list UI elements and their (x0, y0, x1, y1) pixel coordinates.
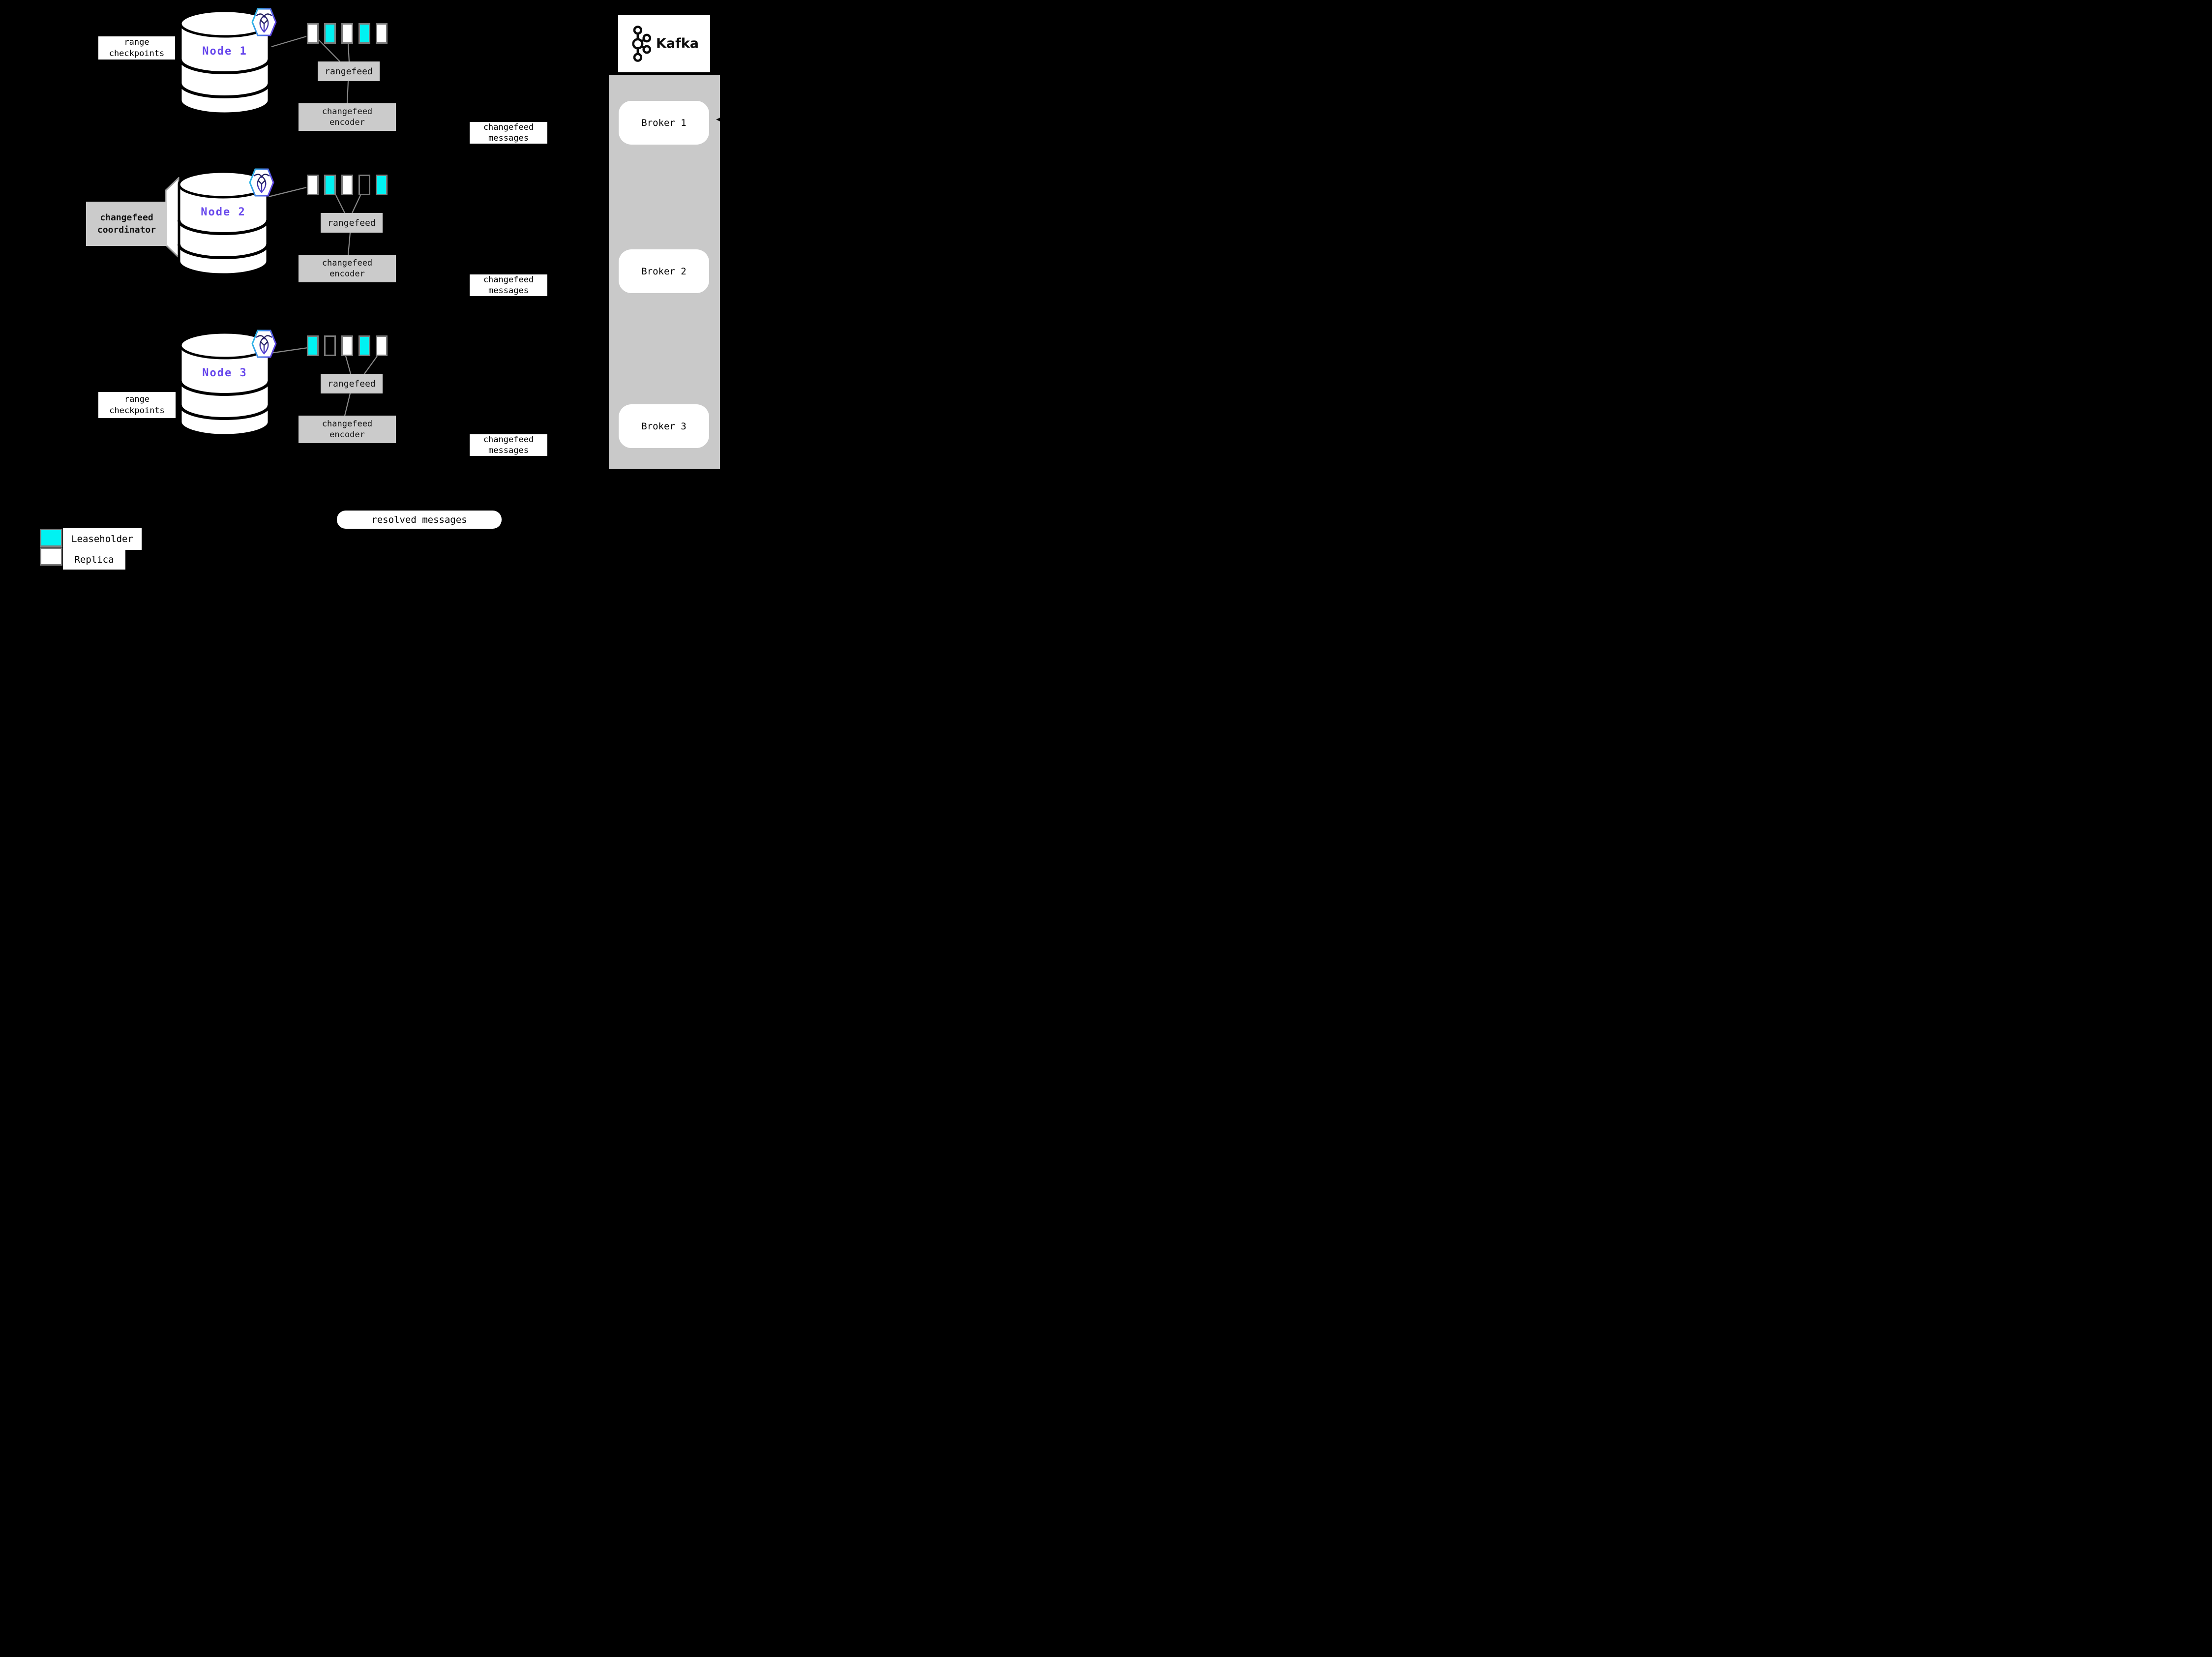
encoder3-line2: encoder (329, 430, 365, 440)
range-square-empty (324, 335, 336, 356)
encoder1-line1: changefeed (322, 107, 373, 117)
node3-label: Node 3 (202, 367, 247, 379)
range-square-leaseholder (376, 175, 388, 195)
encoder2-line1: changefeed (322, 258, 373, 268)
range-square-replica (376, 23, 388, 44)
range-square-replica (307, 175, 319, 195)
range-square-leaseholder (324, 175, 336, 195)
node2-range4-to-rangefeed-line (352, 195, 361, 213)
kafka-wordmark: Kafka (656, 36, 699, 51)
range-checkpoints-top-line1: range (124, 37, 149, 47)
messages1-line2: messages (488, 133, 529, 143)
node1-changefeed-encoder-box: changefeed encoder (299, 103, 396, 131)
node1-changefeed-messages-label: changefeed messages (470, 122, 547, 144)
range-square-empty (359, 175, 370, 195)
changefeed-coordinator-box: changefeed coordinator (86, 202, 167, 246)
range-square-leaseholder (359, 23, 370, 44)
gray-connectors (268, 35, 378, 416)
range-square-leaseholder (359, 335, 370, 356)
node1-to-ranges-line (271, 35, 307, 48)
node1-range3-to-rangefeed-line (347, 43, 350, 62)
messages1-line1: changefeed (483, 122, 534, 132)
node2-rangefeed-box: rangefeed (321, 213, 383, 233)
cockroachdb-hexagon-icon (249, 168, 274, 197)
kafka-broker-1: Broker 1 (619, 101, 709, 145)
node2-changefeed-encoder-box: changefeed encoder (299, 255, 396, 282)
range-square-replica (376, 335, 388, 356)
kafka-broker-2: Broker 2 (619, 249, 709, 293)
range-checkpoints-bottom-line2: checkpoints (109, 405, 165, 416)
node1-range-squares (307, 23, 388, 44)
cockroachdb-hexagon-icon (251, 330, 277, 358)
node3-changefeed-encoder-box: changefeed encoder (299, 416, 396, 443)
database-cylinder-icon (179, 331, 270, 436)
kafka-broker-3: Broker 3 (619, 404, 709, 448)
node3-range-squares (307, 335, 388, 356)
range-checkpoints-label-bottom: range checkpoints (98, 392, 176, 418)
kafka-logo-icon (632, 25, 652, 62)
range-square-replica (341, 175, 353, 195)
changefeed-architecture-diagram: range checkpoints range checkpoints chan… (0, 0, 771, 577)
messages2-line2: messages (488, 286, 529, 296)
node3-rangefeed-to-encoder-line (344, 393, 351, 416)
range-square-replica (341, 23, 353, 44)
coordinator-line2: coordinator (97, 225, 156, 235)
connector-lines-layer (268, 35, 378, 416)
messages3-line2: messages (488, 446, 529, 455)
node2-range-squares (307, 175, 388, 195)
node2-changefeed-messages-label: changefeed messages (470, 274, 547, 296)
node3-range5-to-rangefeed-line (364, 356, 378, 374)
kafka-logo-box: Kafka (618, 15, 710, 72)
database-cylinder-icon (179, 9, 270, 115)
legend-replica-swatch (40, 547, 62, 566)
range-checkpoints-top-line2: checkpoints (109, 48, 165, 59)
messages2-line1: changefeed (483, 275, 534, 285)
coordinator-line1: changefeed (100, 212, 153, 223)
range-square-leaseholder (324, 23, 336, 44)
node1-rangefeed-to-encoder-line (346, 81, 349, 104)
node3-to-ranges-line (270, 347, 308, 354)
messages3-line1: changefeed (483, 435, 534, 445)
node1-label: Node 1 (202, 45, 247, 58)
encoder1-line2: encoder (329, 118, 365, 127)
node3-range3-to-rangefeed-line (345, 356, 352, 374)
cockroachdb-hexagon-icon (251, 8, 277, 36)
node3-rangefeed-box: rangefeed (321, 374, 383, 393)
node2-range2-to-rangefeed-line (335, 195, 345, 213)
legend-leaseholder-label: Leaseholder (63, 528, 142, 550)
node2-rangefeed-to-encoder-line (347, 232, 351, 255)
range-square-replica (307, 23, 319, 44)
legend-leaseholder-swatch (40, 529, 62, 547)
range-square-leaseholder (307, 335, 319, 356)
node2-label: Node 2 (201, 206, 246, 218)
database-cylinder-icon (178, 170, 269, 275)
encoder3-line1: changefeed (322, 419, 373, 429)
node1-rangefeed-box: rangefeed (318, 61, 380, 81)
range-checkpoints-label-top: range checkpoints (98, 36, 175, 60)
range-square-replica (341, 335, 353, 356)
range-checkpoints-bottom-line1: range (124, 394, 150, 404)
node1-range1-to-rangefeed-line (318, 39, 340, 62)
node3-changefeed-messages-label: changefeed messages (470, 434, 547, 456)
resolved-messages-pill: resolved messages (337, 511, 502, 529)
legend-replica-label: Replica (63, 550, 125, 570)
node2-to-ranges-line (268, 186, 307, 198)
encoder2-line2: encoder (329, 269, 365, 279)
